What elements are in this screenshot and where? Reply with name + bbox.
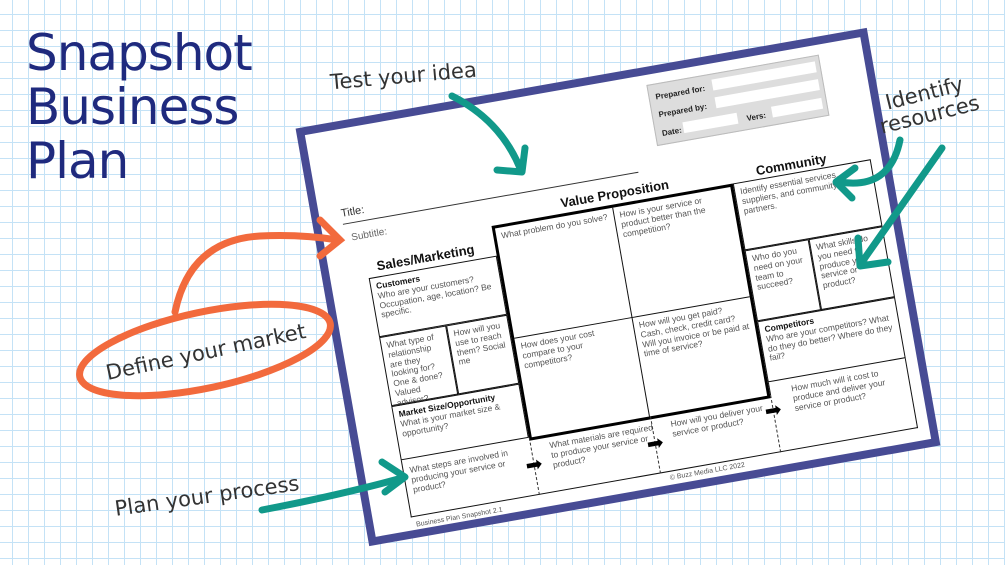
arrow-test-icon	[448, 92, 524, 172]
title-line: Snapshot	[26, 24, 253, 82]
arrow-skills-icon	[858, 144, 946, 266]
arrow-market-icon	[171, 232, 342, 316]
page-title: Snapshot Business Plan	[26, 24, 253, 190]
title-line: Plan	[26, 132, 129, 190]
arrow-community-icon	[836, 136, 904, 187]
title-line: Business	[26, 78, 239, 136]
arrow-process-icon	[258, 474, 406, 514]
market-circle-icon	[76, 300, 334, 400]
